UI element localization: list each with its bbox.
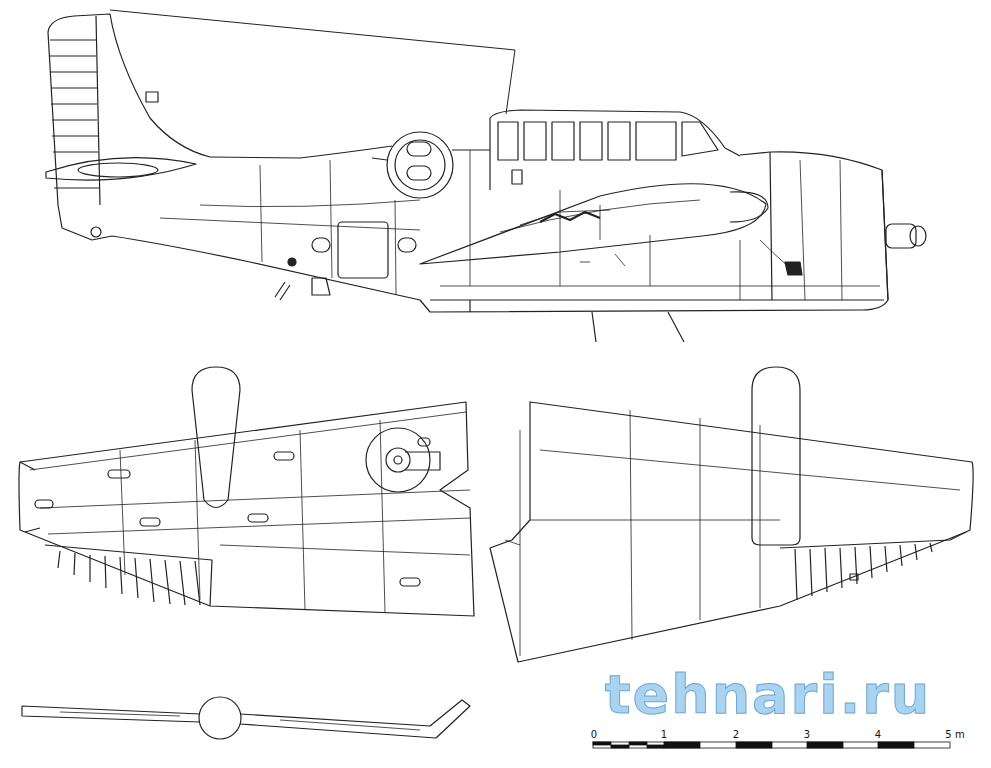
wing-bottom-view-part — [850, 574, 858, 580]
scale-label: 1 — [661, 729, 667, 740]
side-view-part — [512, 170, 522, 184]
side-view-part — [48, 14, 210, 205]
scale-bar — [593, 742, 950, 748]
side-view-part — [372, 158, 387, 160]
wing-top-view-part — [418, 438, 430, 446]
side-view-part — [910, 226, 926, 246]
wing-top-view-part — [140, 518, 160, 526]
scale-bar-part — [736, 742, 772, 748]
wing-top-view-part — [45, 545, 212, 606]
scale-label: 0 — [591, 729, 597, 740]
side-view-part — [498, 122, 518, 160]
watermark: tehnari.ru — [605, 668, 932, 722]
side-view-part — [580, 254, 625, 266]
side-view-part — [524, 122, 546, 160]
scale-bar-part — [611, 745, 629, 748]
wing-top-view-part — [248, 514, 268, 522]
wing-top-view-part — [400, 578, 420, 586]
side-view-part — [160, 200, 420, 230]
side-view-part — [552, 122, 574, 160]
side-view-part — [540, 212, 600, 222]
side-view-part — [580, 122, 602, 160]
wing-bottom-view-part — [530, 410, 960, 640]
side-view-part — [730, 192, 768, 222]
side-view-part — [440, 286, 880, 287]
side-view-part — [312, 238, 330, 252]
scale-label: 4 — [875, 729, 881, 740]
side-view-part — [420, 184, 766, 264]
side-view-part — [275, 282, 290, 300]
wing-top-view-part — [274, 452, 294, 460]
side-view-part — [592, 312, 684, 342]
wing-top-view-part — [30, 412, 466, 470]
side-view-part — [78, 163, 158, 177]
wing-bottom-view-part — [795, 543, 932, 600]
side-view-part — [760, 240, 790, 268]
wing-bottom-view-part — [505, 430, 520, 656]
wing-front-view-part — [199, 697, 241, 739]
side-view-part — [91, 227, 101, 237]
side-view-part — [50, 40, 99, 188]
side-view-part — [288, 258, 296, 266]
scale-bar-part — [593, 742, 950, 748]
scale-bar-part — [807, 742, 843, 748]
scale-bar-part — [664, 742, 700, 748]
side-view-part — [430, 300, 884, 312]
wing-top-view-part — [20, 462, 40, 532]
wing-top-view-part — [108, 470, 130, 478]
scale-bar-part — [629, 742, 647, 745]
scale-bar-part — [647, 745, 664, 748]
side-view — [46, 10, 926, 342]
wing-top-view — [19, 367, 474, 616]
side-view-part — [407, 142, 431, 156]
side-view-part — [312, 278, 330, 295]
side-view-part — [398, 238, 416, 252]
wing-top-view-part — [366, 428, 430, 492]
wing-bottom-view-part — [780, 532, 966, 548]
scale-label: 3 — [804, 729, 810, 740]
side-view-part — [387, 132, 453, 198]
wing-top-view-part — [40, 420, 470, 612]
side-view-part — [785, 262, 802, 275]
side-view-part — [608, 122, 630, 160]
scale-label: 5 m — [945, 729, 964, 740]
side-view-part — [490, 110, 740, 190]
side-view-part — [770, 152, 888, 300]
wing-top-view-part — [58, 551, 200, 605]
scale-label: 2 — [733, 729, 739, 740]
side-view-part — [395, 140, 445, 190]
side-view-part — [886, 224, 916, 248]
side-view-part — [500, 200, 700, 240]
wing-front-view-part — [60, 712, 420, 730]
side-view-part — [110, 10, 515, 114]
side-view-part — [58, 146, 888, 312]
wing-top-view-part — [394, 456, 402, 464]
side-view-part — [46, 158, 196, 181]
side-view-part — [338, 222, 388, 278]
wing-bottom-view-part — [490, 402, 973, 662]
wing-front-view — [22, 697, 470, 739]
scale-bar-part — [593, 742, 611, 745]
wing-top-view-part — [19, 402, 474, 616]
wing-top-view-part — [35, 500, 53, 508]
side-view-part — [146, 92, 158, 102]
wing-bottom-view — [490, 367, 973, 662]
side-view-part — [636, 122, 676, 160]
wing-front-view-part — [240, 700, 470, 738]
wing-top-view-part — [405, 452, 440, 470]
side-view-part — [407, 166, 431, 180]
wing-top-view-part — [192, 367, 240, 508]
side-view-part — [682, 122, 718, 156]
wing-bottom-view-part — [752, 367, 800, 545]
scale-bar-part — [878, 742, 914, 748]
side-view-part — [260, 150, 842, 300]
